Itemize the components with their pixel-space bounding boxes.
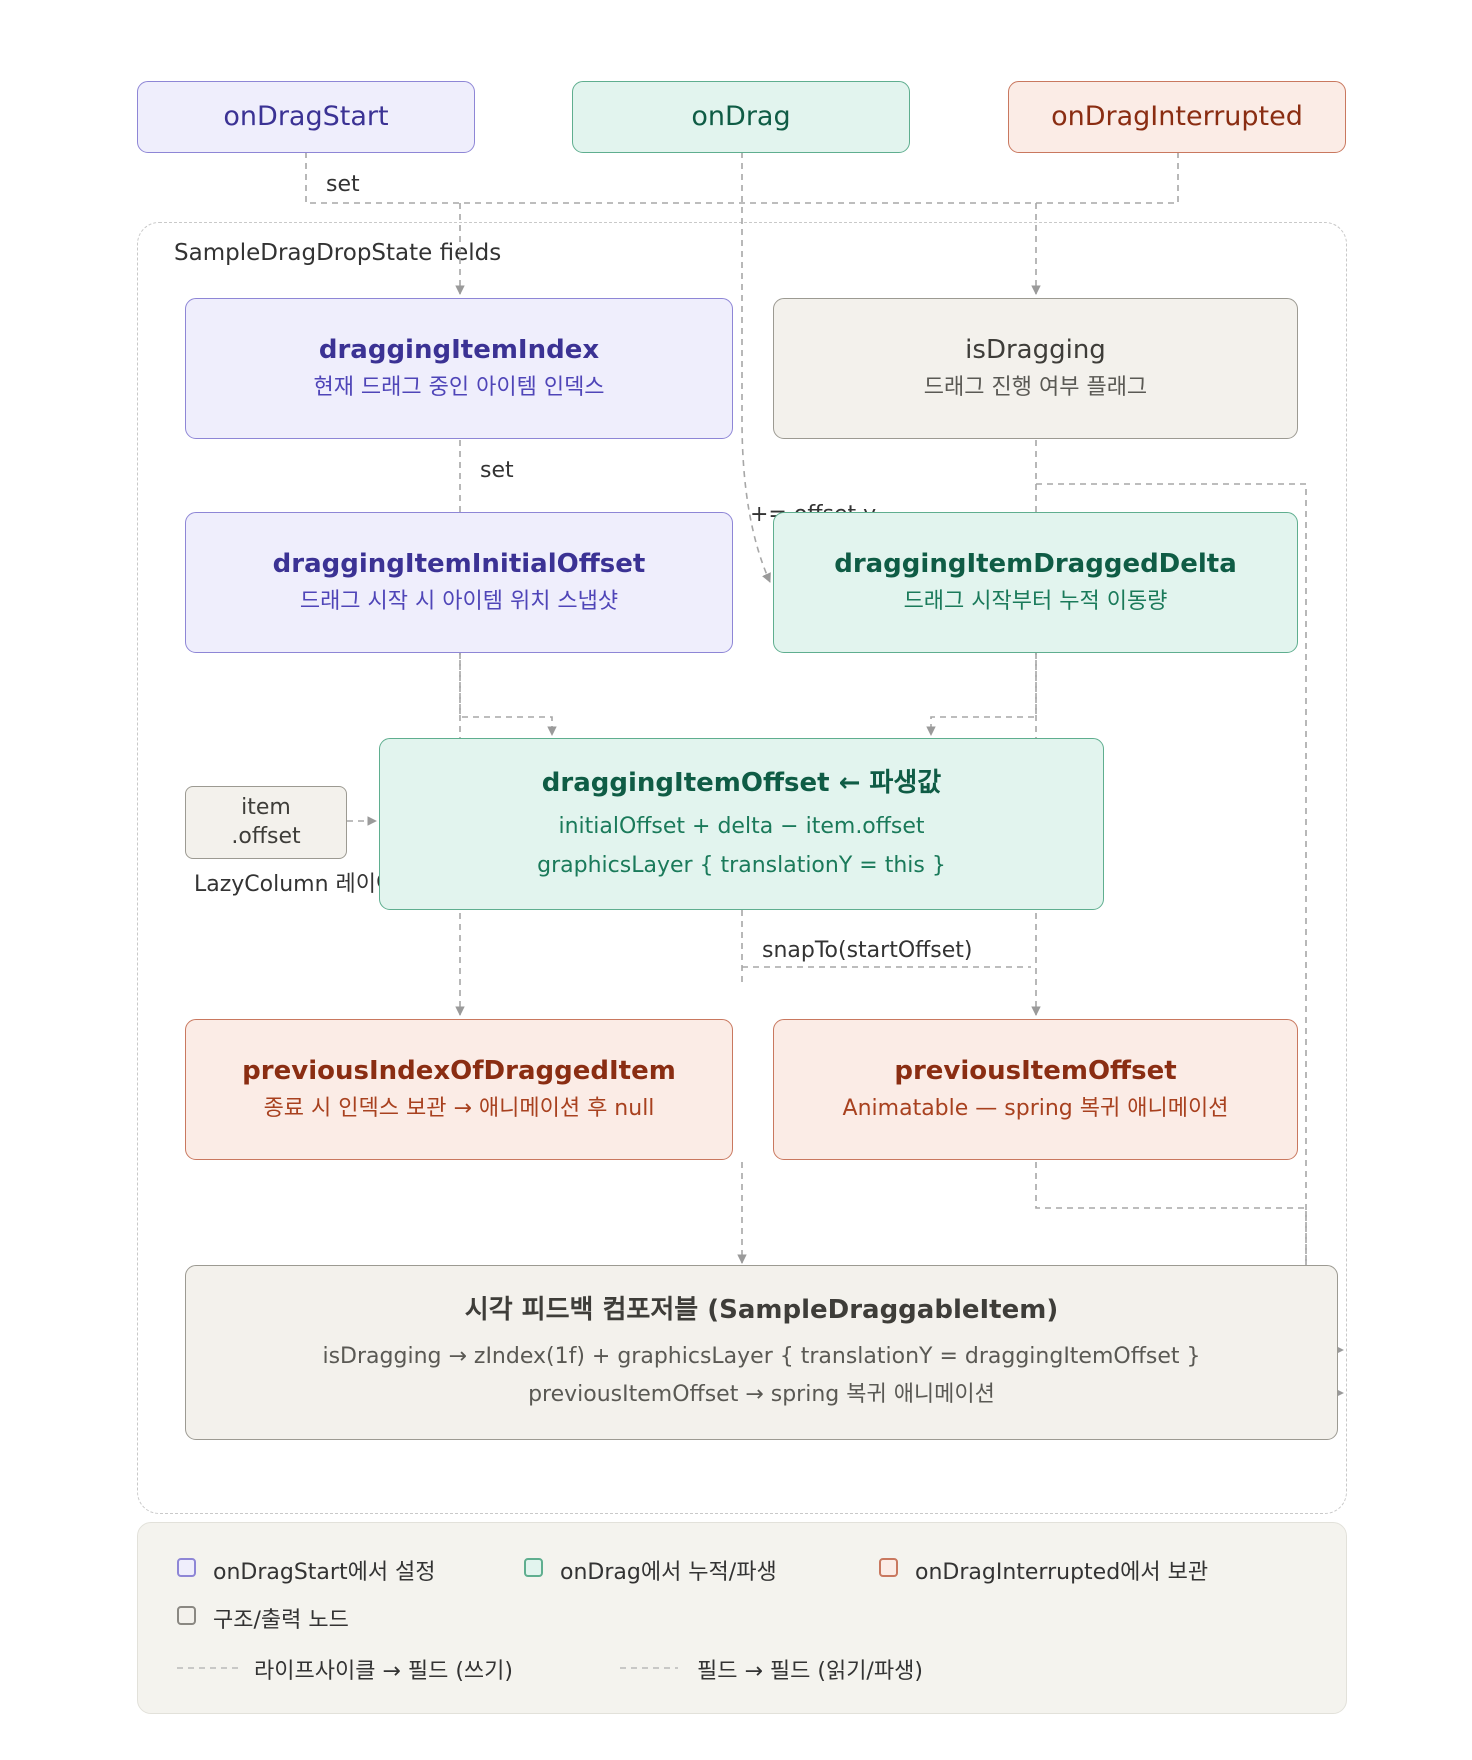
dragging-item-index-desc: 현재 드래그 중인 아이템 인덱스 xyxy=(313,374,605,400)
previous-item-offset-title: previousItemOffset xyxy=(894,1055,1177,1086)
edge-delta-to-offset xyxy=(926,653,1037,736)
previous-item-offset-node: previousItemOffset Animatable — spring 복… xyxy=(773,1019,1298,1160)
edge-label-set-top: set xyxy=(326,172,360,197)
on-drag-start-label: onDragStart xyxy=(223,100,389,132)
dragging-item-index-node: draggingItemIndex 현재 드래그 중인 아이템 인덱스 xyxy=(185,298,733,439)
dragging-item-index-title: draggingItemIndex xyxy=(318,334,600,365)
previous-item-offset-desc: Animatable — spring 복귀 애니메이션 xyxy=(842,1095,1229,1121)
legend-green-swatch xyxy=(524,1558,543,1577)
legend-line2-label: 필드 → 필드 (읽기/파생) xyxy=(697,1659,923,1684)
edge-label-set-mid: set xyxy=(480,458,514,483)
composable-line2: previousItemOffset → spring 복귀 애니메이션 xyxy=(528,1382,995,1408)
dragging-item-initial-offset-desc: 드래그 시작 시 아이템 위치 스냅샷 xyxy=(299,588,619,614)
dragging-item-initial-offset-title: draggingItemInitialOffset xyxy=(272,548,646,579)
legend-purple-label: onDragStart에서 설정 xyxy=(213,1560,436,1585)
is-dragging-node: isDragging 드래그 진행 여부 플래그 xyxy=(773,298,1298,439)
item-offset-line2: .offset xyxy=(231,823,301,849)
group-label: SampleDragDropState fields xyxy=(174,240,502,266)
legend-orange-label: onDragInterrupted에서 보관 xyxy=(915,1560,1209,1585)
is-dragging-desc: 드래그 진행 여부 플래그 xyxy=(923,374,1148,400)
legend-line-samples xyxy=(177,1667,678,1669)
item-offset-line1: item xyxy=(241,794,291,820)
composable-node: 시각 피드백 컴포저블 (SampleDraggableItem) isDrag… xyxy=(185,1265,1338,1440)
edge-dragstart-bus xyxy=(305,152,1179,204)
edge-initial-to-offset xyxy=(459,653,557,736)
legend-purple-swatch xyxy=(177,1558,196,1577)
legend-gray-label: 구조/출력 노드 xyxy=(213,1608,349,1633)
dragging-item-offset-node: draggingItemOffset ← 파생값 initialOffset +… xyxy=(379,738,1104,910)
on-drag-label: onDrag xyxy=(691,100,791,132)
composable-title: 시각 피드백 컴포저블 (SampleDraggableItem) xyxy=(464,1295,1059,1326)
edge-isdragging-route xyxy=(1036,483,1344,1355)
legend xyxy=(137,1522,1347,1714)
dragging-item-offset-line2: graphicsLayer { translationY = this } xyxy=(537,852,946,878)
dragging-item-offset-line1: initialOffset + delta − item.offset xyxy=(558,814,925,839)
on-drag-interrupted-node: onDragInterrupted xyxy=(1008,81,1346,153)
legend-gray-swatch xyxy=(177,1606,196,1625)
dragging-item-offset-title: draggingItemOffset ← 파생값 xyxy=(541,767,942,798)
dragging-item-dragged-delta-title: draggingItemDraggedDelta xyxy=(834,548,1237,579)
edge-drag-to-delta xyxy=(741,152,771,583)
is-dragging-title: isDragging xyxy=(965,334,1106,365)
dragging-item-dragged-delta-desc: 드래그 시작부터 누적 이동량 xyxy=(903,588,1168,614)
composable-line1: isDragging → zIndex(1f) + graphicsLayer … xyxy=(322,1343,1201,1369)
previous-index-node: previousIndexOfDraggedItem 종료 시 인덱스 보관 →… xyxy=(185,1019,733,1160)
dragging-item-initial-offset-node: draggingItemInitialOffset 드래그 시작 시 아이템 위… xyxy=(185,512,733,653)
legend-orange-swatch xyxy=(879,1558,898,1577)
previous-index-desc: 종료 시 인덱스 보관 → 애니메이션 후 null xyxy=(263,1095,655,1121)
legend-green-label: onDrag에서 누적/파생 xyxy=(560,1560,777,1585)
dragging-item-dragged-delta-node: draggingItemDraggedDelta 드래그 시작부터 누적 이동량 xyxy=(773,512,1298,653)
on-drag-interrupted-label: onDragInterrupted xyxy=(1051,100,1303,132)
previous-index-title: previousIndexOfDraggedItem xyxy=(242,1055,676,1086)
edge-label-snap-to: snapTo(startOffset) xyxy=(762,938,973,963)
legend-line1-label: 라이프사이클 → 필드 (쓰기) xyxy=(254,1659,513,1684)
on-drag-start-node: onDragStart xyxy=(137,81,475,153)
item-offset-node: item .offset xyxy=(185,786,347,859)
on-drag-node: onDrag xyxy=(572,81,910,153)
